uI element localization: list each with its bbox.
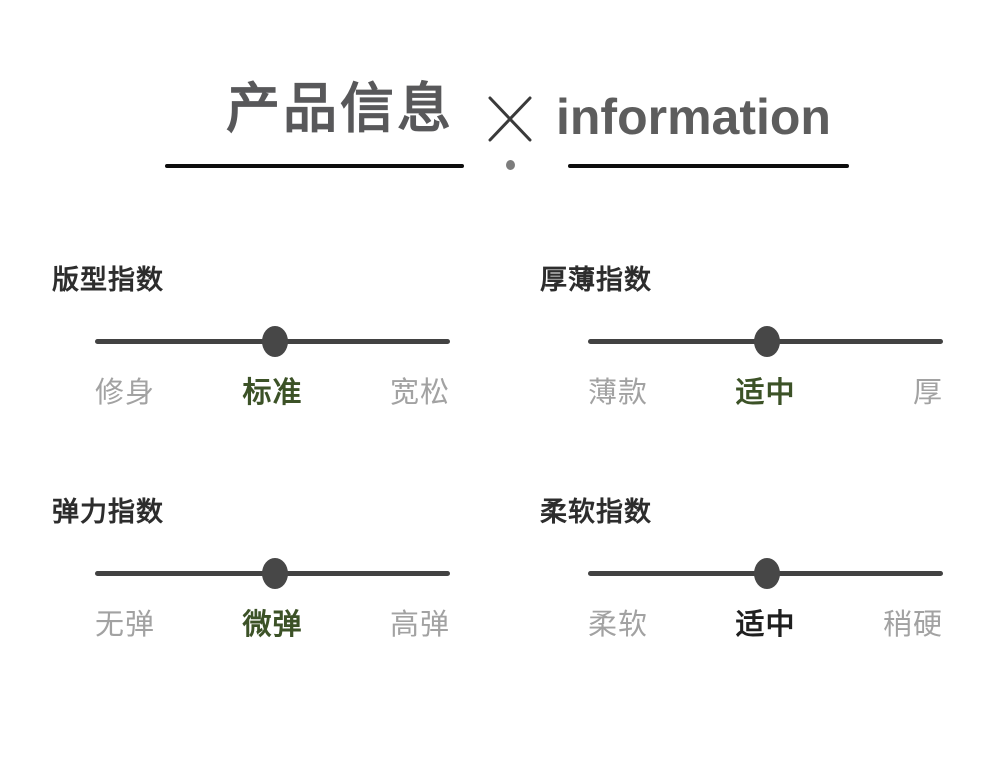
x-cross-icon	[488, 96, 532, 142]
title-underline-left	[165, 164, 464, 168]
index-heading: 弹力指数	[52, 497, 164, 527]
slider-area: 柔软 适中 稍硬	[588, 497, 943, 667]
index-block-thickness: 厚薄指数 薄款 适中 厚	[540, 265, 943, 435]
index-heading: 厚薄指数	[540, 265, 652, 295]
index-heading: 柔软指数	[540, 497, 652, 527]
index-block-fit: 版型指数 修身 标准 宽松	[52, 265, 452, 435]
option-label-low: 修身	[95, 377, 156, 409]
slider-option-labels: 薄款 适中 厚	[588, 379, 943, 408]
slider-area: 修身 标准 宽松	[95, 265, 450, 435]
slider-knob	[261, 558, 288, 589]
option-label-high: 厚	[912, 377, 943, 409]
slider-area: 薄款 适中 厚	[588, 265, 943, 435]
option-label-low: 柔软	[588, 609, 649, 641]
slider-knob	[753, 326, 780, 357]
option-label-high: 稍硬	[882, 609, 943, 641]
slider-option-labels: 修身 标准 宽松	[95, 379, 450, 408]
title-chinese: 产品信息	[226, 79, 454, 139]
slider-knob	[261, 326, 288, 357]
option-label-high: 高弹	[389, 609, 450, 641]
option-label-low: 无弹	[95, 609, 156, 641]
option-label-selected: 适中	[735, 609, 796, 641]
slider-option-labels: 无弹 微弹 高弹	[95, 611, 450, 640]
slider-option-labels: 柔软 适中 稍硬	[588, 611, 943, 640]
option-label-high: 宽松	[389, 377, 450, 409]
slider-area: 无弹 微弹 高弹	[95, 497, 450, 667]
index-block-softness: 柔软指数 柔软 适中 稍硬	[540, 497, 943, 667]
index-block-stretch: 弹力指数 无弹 微弹 高弹	[52, 497, 452, 667]
slider-knob	[753, 558, 780, 589]
option-label-selected: 微弹	[242, 609, 303, 641]
option-label-low: 薄款	[588, 377, 649, 409]
index-heading: 版型指数	[52, 265, 164, 295]
title-english: information	[556, 89, 831, 145]
option-label-selected: 适中	[735, 377, 796, 409]
title-underline-right	[568, 164, 849, 168]
option-label-selected: 标准	[242, 377, 303, 409]
title-divider-dot	[506, 160, 515, 170]
